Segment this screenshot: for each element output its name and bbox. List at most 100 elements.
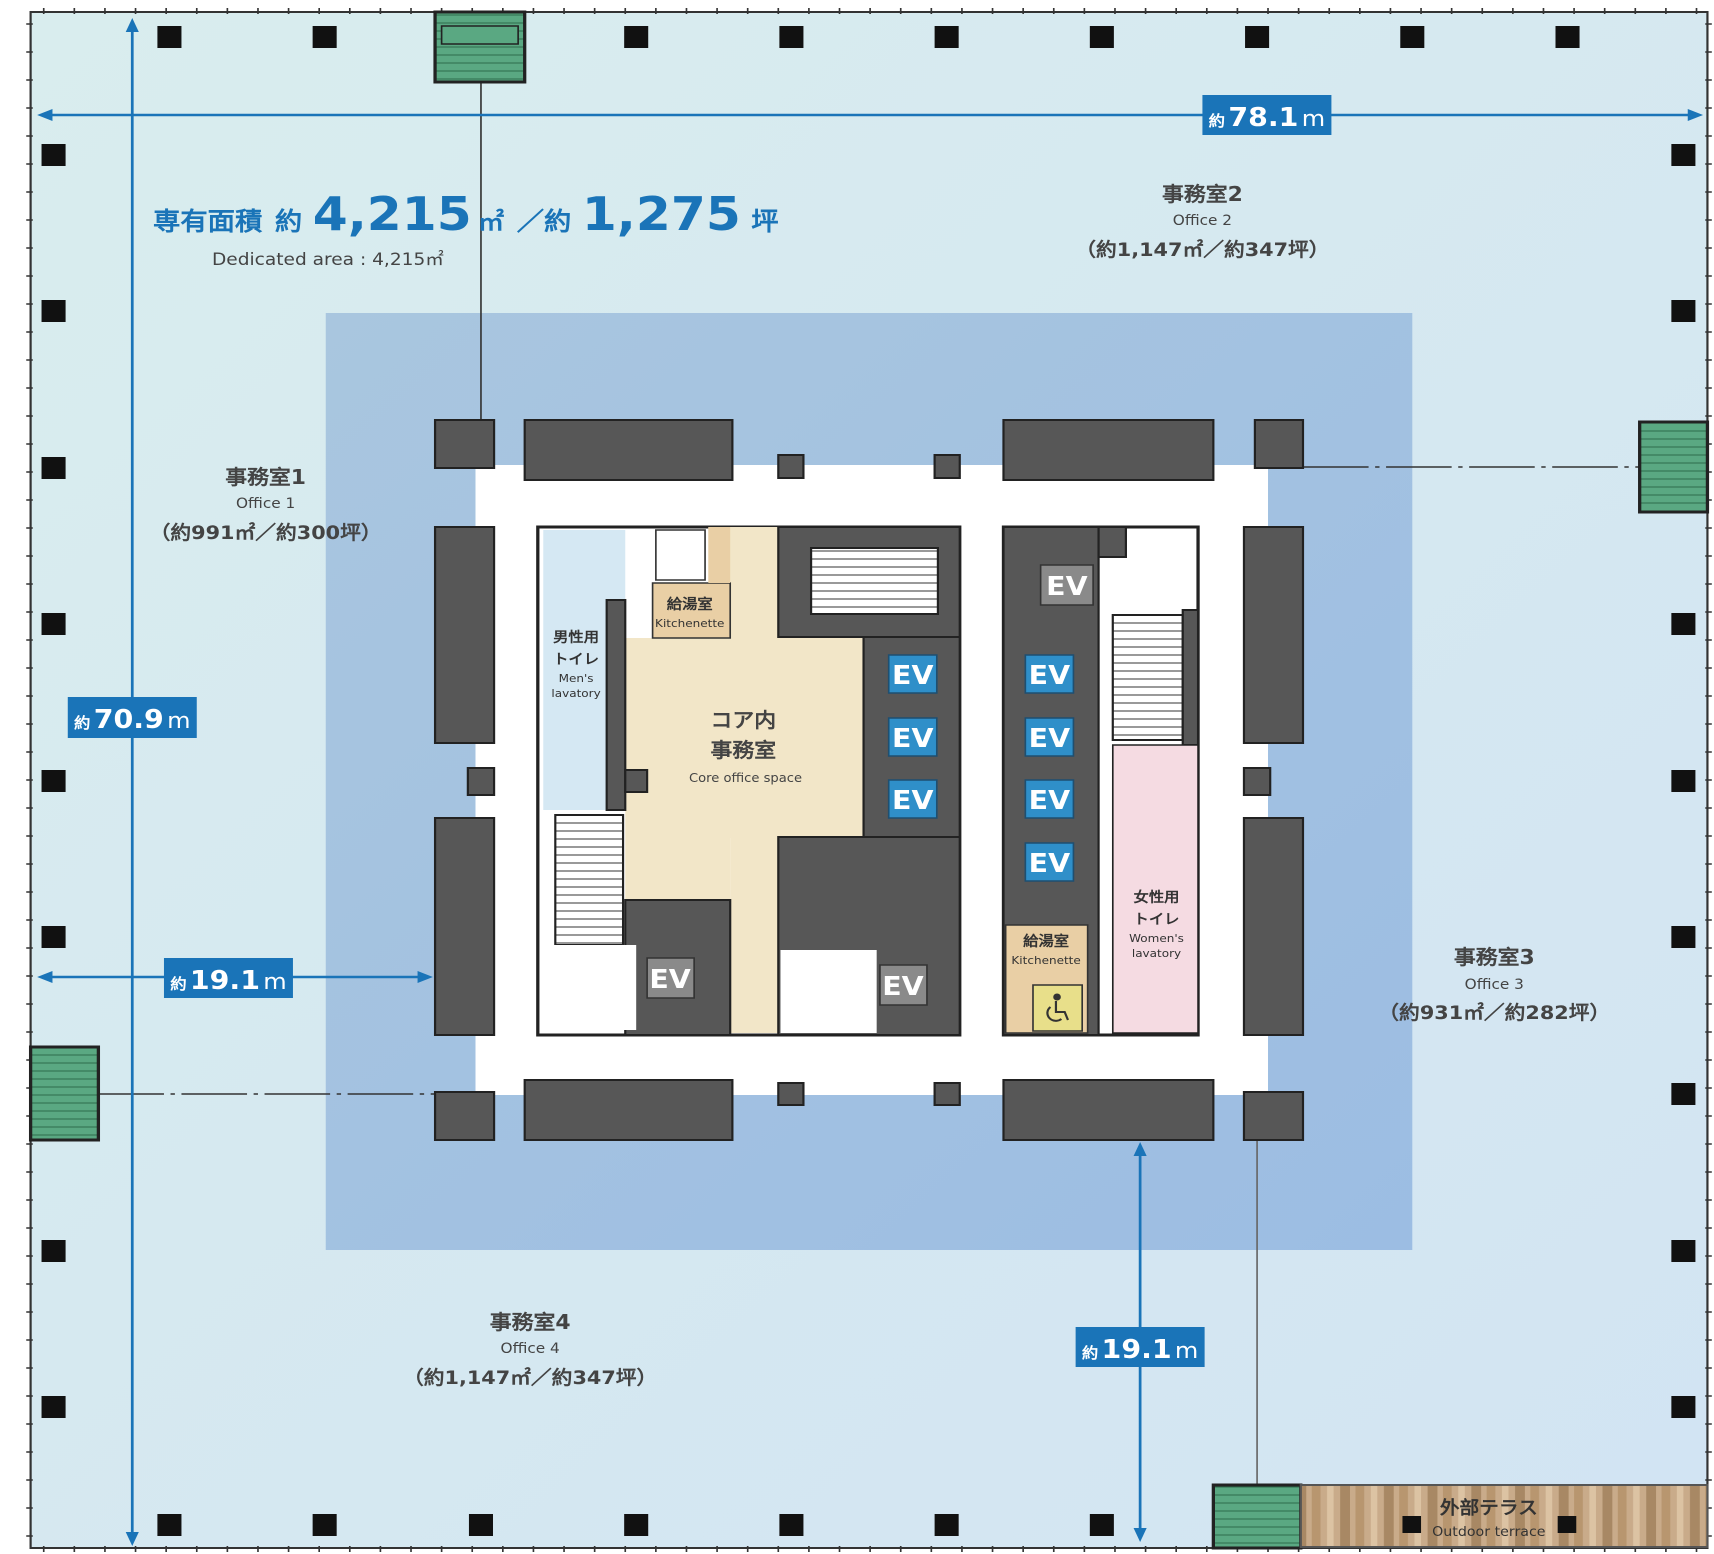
terrace-label-ja: 外部テラス [1440, 1497, 1538, 1519]
core-labels: コア内 事務室 Core office space 給湯室 Kitchenett… [551, 596, 1184, 1022]
column [157, 1514, 182, 1536]
svg-text:Office 3: Office 3 [1465, 977, 1524, 993]
core-office-title-2: 事務室 [711, 739, 777, 762]
svg-text:Office 1: Office 1 [236, 496, 295, 512]
summary-area-sqm: 4,215 [313, 188, 472, 241]
womens-label-en-2: lavatory [1132, 946, 1181, 959]
accessible-toilet [1032, 984, 1084, 1032]
ev-label: EV [1046, 572, 1087, 602]
svg-text:事務室1: 事務室1 [225, 466, 306, 489]
office-3-label: 事務室3 Office 3 （約931㎡／約282坪） [1378, 946, 1610, 1024]
column [157, 26, 182, 48]
svg-text:Office 2: Office 2 [1173, 213, 1232, 229]
column [779, 26, 804, 48]
stair-left [554, 814, 625, 946]
elevator-grey: EV [1039, 564, 1094, 606]
column [1671, 1396, 1696, 1418]
svg-text:（約991㎡／約300坪）: （約991㎡／約300坪） [150, 521, 382, 544]
svg-text:（約1,147㎡／約347坪）: （約1,147㎡／約347坪） [403, 1366, 657, 1389]
column [41, 457, 66, 479]
column [1671, 770, 1696, 792]
column [624, 1514, 649, 1536]
elevator-blue: EV [1024, 717, 1075, 757]
outdoor-terrace: 外部テラス Outdoor terrace [1299, 1484, 1709, 1548]
elevator-blue: EV [1024, 842, 1075, 882]
column [41, 770, 66, 792]
womens-label-ja-2: トイレ [1134, 912, 1180, 928]
column [1089, 1514, 1114, 1536]
column [1555, 26, 1580, 48]
elevator-blue: EV [887, 717, 938, 757]
column [1245, 26, 1270, 48]
svg-text:Office 4: Office 4 [501, 1341, 560, 1357]
column [41, 144, 66, 166]
ev-label: EV [1029, 661, 1070, 691]
column [779, 1514, 804, 1536]
stairwell-right [1638, 420, 1710, 514]
svg-text:（約1,147㎡／約347坪）: （約1,147㎡／約347坪） [1075, 238, 1329, 261]
column [1671, 1083, 1696, 1105]
womens-lavatory [1111, 744, 1199, 1034]
mens-label-en-1: Men's [559, 671, 594, 684]
ev-label: EV [1029, 849, 1070, 879]
ev-label: EV [1029, 786, 1070, 816]
kitchenette-left-ja: 給湯室 [667, 596, 713, 613]
svg-text:約78.1m: 約78.1m [1209, 103, 1325, 133]
office-1-label: 事務室1 Office 1 （約991㎡／約300坪） [150, 466, 382, 544]
border-ticks [26, 8, 1712, 1552]
summary-area-tsubo: 1,275 [582, 188, 741, 241]
summary-english: Dedicated area : 4,215㎡ [212, 249, 444, 270]
column [1671, 144, 1696, 166]
stairwell-left [28, 1045, 101, 1142]
svg-text:事務室2: 事務室2 [1162, 183, 1243, 206]
structural-columns [41, 26, 1696, 1536]
core-office-title-en: Core office space [689, 771, 802, 785]
elevator-grey: EV [879, 964, 928, 1006]
mens-label-en-2: lavatory [551, 686, 600, 699]
ev-label: EV [882, 972, 923, 1002]
womens-label-ja-1: 女性用 [1134, 889, 1180, 906]
column [1400, 26, 1425, 48]
office-2-label: 事務室2 Office 2 （約1,147㎡／約347坪） [1075, 183, 1329, 261]
office-4-label: 事務室4 Office 4 （約1,147㎡／約347坪） [403, 1311, 657, 1389]
column [1089, 26, 1114, 48]
column [312, 1514, 337, 1536]
core-perimeter-blocks [433, 419, 1305, 1141]
summary-label: 専有面積 [153, 208, 263, 237]
kitchenette-right-ja: 給湯室 [1023, 933, 1069, 950]
column [41, 300, 66, 322]
womens-label-en-1: Women's [1129, 931, 1184, 944]
elevator-blue: EV [887, 654, 938, 694]
column [41, 926, 66, 948]
core-office-title-1: コア内 [711, 709, 777, 732]
stairwell-top [433, 10, 527, 84]
elevator-blue: EV [887, 779, 938, 819]
column [41, 613, 66, 635]
elevator-blue: EV [1024, 779, 1075, 819]
ev-label: EV [649, 965, 690, 995]
svg-text:（約931㎡／約282坪）: （約931㎡／約282坪） [1378, 1001, 1610, 1024]
svg-text:事務室3: 事務室3 [1454, 946, 1535, 969]
svg-text:専有面積 約 4,215: 専有面積 約 4,215 ㎡ ／約 1,275 坪 [153, 188, 779, 241]
mens-label-ja-2: トイレ [553, 652, 599, 668]
stair-top [809, 547, 939, 615]
kitchenette-right-en: Kitchenette [1011, 953, 1080, 966]
elevators: EV EV EV EV EV EV EV EV EV EV [646, 564, 1094, 1006]
svg-text:約70.9m: 約70.9m [74, 705, 190, 735]
column [1671, 613, 1696, 635]
ev-label: EV [1029, 724, 1070, 754]
column [1671, 926, 1696, 948]
column [312, 26, 337, 48]
column [1671, 1240, 1696, 1262]
elevator-blue: EV [1024, 654, 1075, 694]
stair-right [1111, 614, 1184, 741]
kitchenette-left-en: Kitchenette [655, 616, 724, 629]
kitchenette-left [651, 582, 732, 639]
column [934, 1514, 959, 1536]
ev-label: EV [892, 724, 933, 754]
